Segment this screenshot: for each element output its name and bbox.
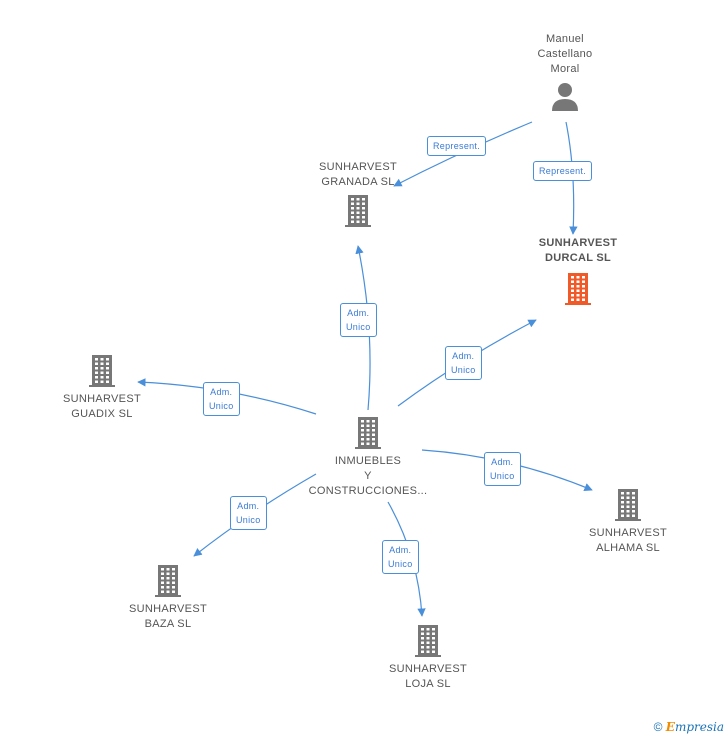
- node-manuel[interactable]: Manuel Castellano Moral: [520, 32, 610, 113]
- building-icon: [89, 355, 115, 387]
- edge-label-inm-granada: Adm. Unico: [340, 303, 377, 337]
- node-guadix[interactable]: SUNHARVEST GUADIX SL: [52, 354, 152, 422]
- building-icon: [155, 565, 181, 597]
- edge-label-manuel-durcal: Represent.: [533, 161, 593, 181]
- node-label: SUNHARVEST BAZA SL: [129, 603, 207, 630]
- building-icon: [355, 417, 381, 449]
- node-loja[interactable]: SUNHARVEST LOJA SL: [378, 624, 478, 692]
- building-icon: [565, 273, 591, 305]
- copyright-symbol: ©: [653, 720, 663, 734]
- building-icon: [415, 625, 441, 657]
- node-label: Manuel Castellano Moral: [537, 33, 593, 75]
- building-icon: [615, 489, 641, 521]
- footer-watermark: © Empresia: [654, 720, 724, 734]
- node-label: SUNHARVEST LOJA SL: [389, 663, 467, 690]
- edge-label-inm-durcal: Adm. Unico: [445, 346, 482, 380]
- building-icon: [345, 195, 371, 227]
- person-icon: [552, 83, 578, 111]
- edge-label-inm-alhama: Adm. Unico: [484, 452, 521, 486]
- edge-label-inm-loja: Adm. Unico: [382, 540, 419, 574]
- node-baza[interactable]: SUNHARVEST BAZA SL: [118, 564, 218, 632]
- edge-label-inm-guadix: Adm. Unico: [203, 382, 240, 416]
- edge-label-inm-baza: Adm. Unico: [230, 496, 267, 530]
- brand-logo: Empresia: [665, 720, 724, 734]
- node-label: SUNHARVEST GRANADA SL: [319, 161, 397, 188]
- node-granada[interactable]: SUNHARVEST GRANADA SL: [308, 160, 408, 228]
- edge-label-manuel-granada: Represent.: [427, 136, 487, 156]
- node-inmuebles[interactable]: INMUEBLES Y CONSTRUCCIONES...: [300, 416, 436, 499]
- node-alhama[interactable]: SUNHARVEST ALHAMA SL: [578, 488, 678, 556]
- node-durcal[interactable]: SUNHARVEST DURCAL SL: [526, 236, 630, 306]
- node-label: SUNHARVEST ALHAMA SL: [589, 527, 667, 554]
- node-label: SUNHARVEST GUADIX SL: [63, 393, 141, 420]
- node-label: INMUEBLES Y CONSTRUCCIONES...: [308, 455, 428, 497]
- node-label: SUNHARVEST DURCAL SL: [538, 237, 618, 264]
